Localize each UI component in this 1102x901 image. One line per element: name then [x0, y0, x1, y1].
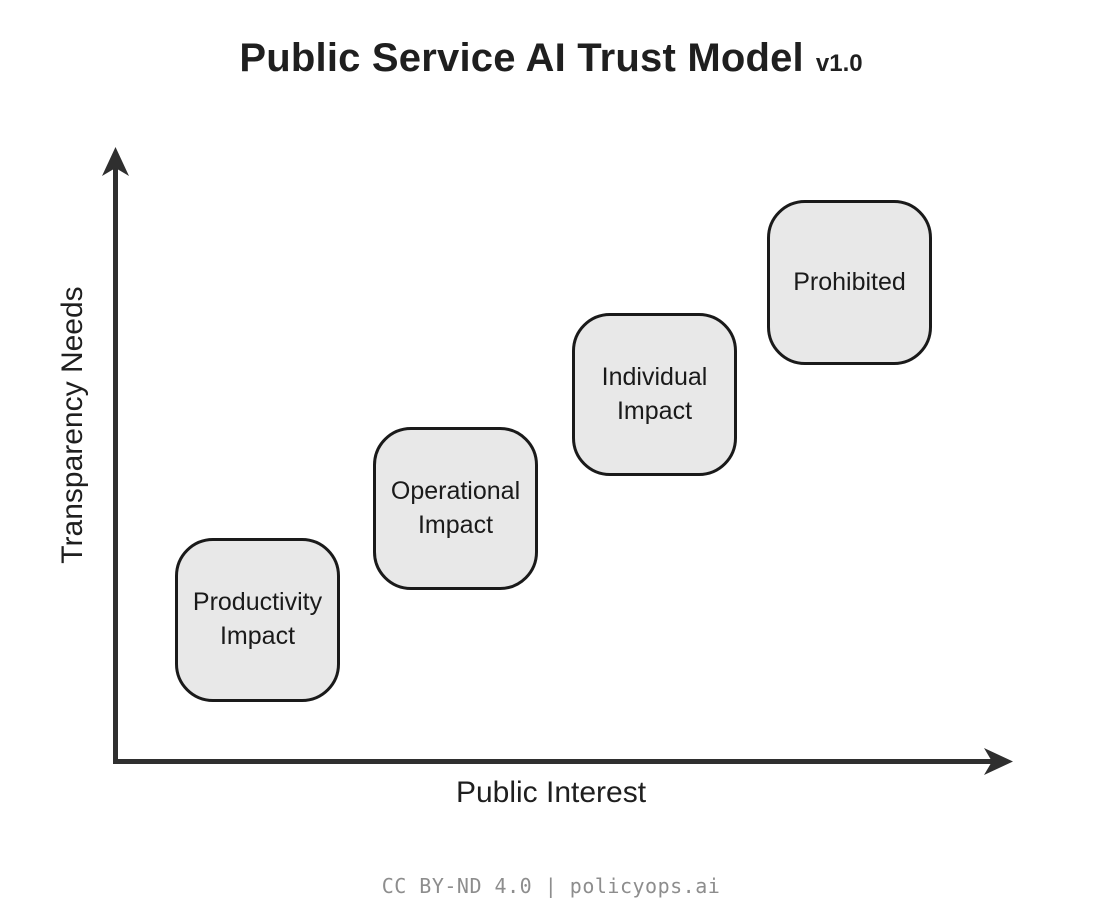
- page-title: Public Service AI Trust Model v1.0: [0, 36, 1102, 81]
- x-axis-arrowhead: [984, 748, 1013, 775]
- node-prohibited: Prohibited: [767, 200, 932, 365]
- y-axis-label: Transparency Needs: [56, 286, 89, 564]
- node-operational-impact: Operational Impact: [373, 427, 538, 590]
- node-individual-impact: Individual Impact: [572, 313, 737, 476]
- x-axis-label: Public Interest: [455, 776, 647, 809]
- node-productivity-impact: Productivity Impact: [175, 538, 340, 702]
- license-footer: CC BY-ND 4.0 | policyops.ai: [381, 874, 721, 898]
- title-version-badge: v1.0: [815, 50, 863, 77]
- y-axis-arrowhead: [102, 147, 129, 176]
- title-text: Public Service AI Trust Model: [239, 36, 804, 80]
